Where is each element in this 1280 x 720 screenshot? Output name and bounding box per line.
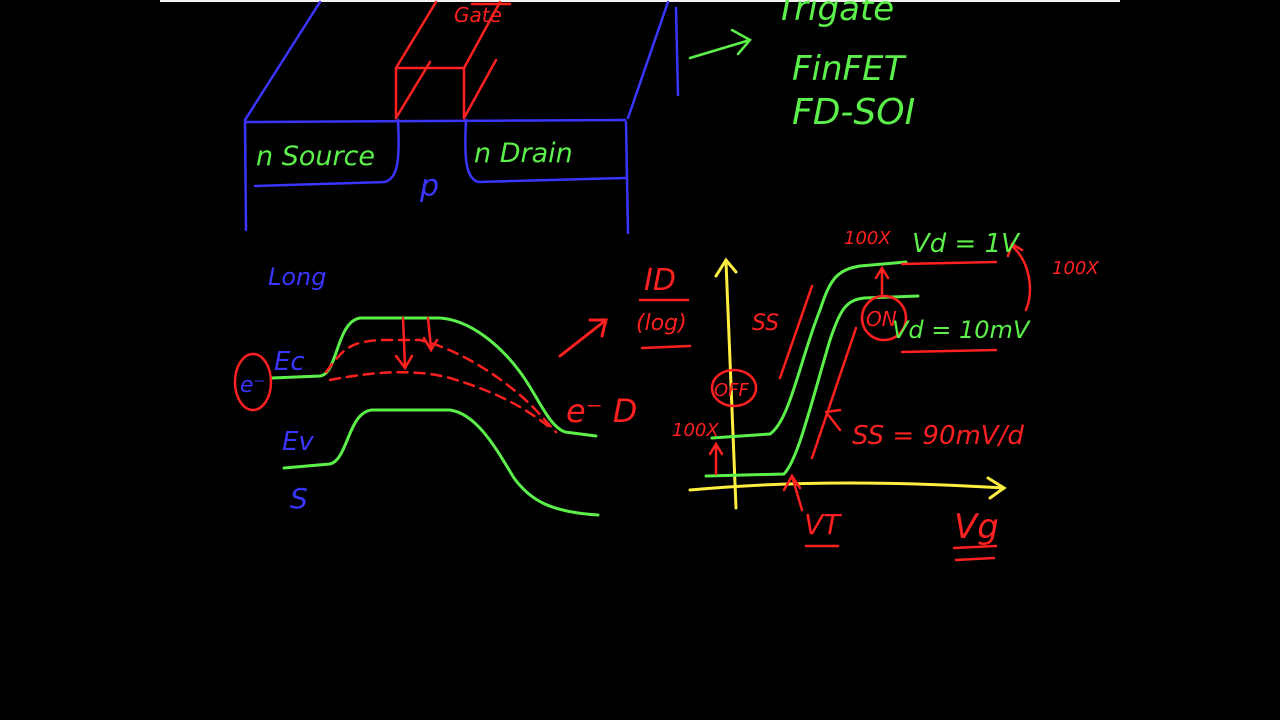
device-left-slant	[243, 0, 322, 122]
ec-lowered-dashed	[324, 338, 558, 434]
band-diagram	[270, 316, 608, 517]
gain-arrow-up	[708, 441, 724, 476]
source-label: n Source	[256, 141, 375, 172]
ss-arrow	[824, 408, 842, 432]
gate-box	[394, 0, 512, 120]
note-fdsoi: FD-SOI	[792, 92, 915, 133]
notes-arrow	[688, 28, 752, 60]
conduction-band-ec	[270, 316, 598, 438]
vd-low-underline	[900, 348, 998, 354]
y-axis	[724, 260, 738, 510]
on-label: ON	[866, 307, 897, 331]
s-label: S	[290, 482, 308, 515]
gate-label: Gate	[454, 3, 502, 27]
rising-arrow	[558, 318, 608, 358]
factor-right: 100X	[1052, 258, 1099, 279]
body-label: p	[419, 169, 439, 204]
barrier-lowering-arrow-2	[422, 316, 439, 353]
off-label: OFF	[714, 380, 750, 401]
off-circle	[710, 368, 758, 408]
curve-vd-high	[710, 260, 908, 440]
long-channel-label: Long	[268, 263, 327, 291]
gain-arrow-on	[874, 265, 890, 296]
right-curve-arrow	[1006, 242, 1032, 312]
iv-annotations	[638, 242, 1032, 562]
y-axis-arrowhead	[714, 257, 738, 278]
vd-low-label: Vd = 10mV	[892, 316, 1031, 344]
vd-high-label: Vd = 1V	[912, 229, 1021, 259]
device-right-slant	[626, 0, 670, 120]
ec-lowered-dashed-2	[328, 371, 550, 428]
device-right-tick	[674, 6, 680, 97]
electron-source-label: e⁻	[240, 373, 265, 398]
iv-curves	[704, 260, 920, 478]
on-circle	[860, 294, 908, 342]
ss-label: SS	[752, 311, 779, 336]
x-axis	[688, 481, 1006, 492]
ss-value: SS = 90mV/d	[852, 421, 1024, 451]
note-finfet: FinFET	[792, 49, 907, 89]
electron-source	[233, 352, 273, 412]
device-structure	[243, 0, 680, 235]
note-trigate: Trigate	[776, 0, 894, 29]
electron-drain-label: e⁻ D	[566, 392, 637, 430]
ss-slope-line-2	[810, 326, 858, 460]
device-top-edge	[243, 118, 627, 124]
vt-label: VT	[804, 508, 842, 541]
drain-region-boundary	[464, 118, 627, 184]
device-left-wall	[243, 120, 248, 232]
ev-label: Ev	[282, 427, 314, 457]
vd-high-underline	[900, 260, 998, 266]
iv-axes	[688, 257, 1007, 510]
factor-left: 100X	[672, 420, 719, 441]
vg-underline	[952, 544, 998, 562]
valence-band-ev	[282, 408, 600, 517]
vt-arrow	[782, 473, 804, 512]
id-axis-sublabel: (log)	[636, 311, 687, 336]
drain-label: n Drain	[474, 138, 573, 169]
id-axis-label: ID	[644, 263, 676, 298]
source-region-boundary	[253, 118, 400, 188]
ec-label: Ec	[274, 347, 305, 377]
ss-slope-line	[778, 284, 814, 380]
curve-vd-low	[704, 294, 920, 478]
device-right-wall	[624, 120, 630, 235]
id-underline	[638, 298, 692, 350]
factor-top: 100X	[844, 228, 891, 249]
vg-axis-label: Vg	[954, 507, 999, 547]
x-axis-arrowhead	[986, 476, 1007, 500]
barrier-lowering-arrow-1	[394, 316, 414, 371]
top-edge-line	[160, 0, 1120, 2]
